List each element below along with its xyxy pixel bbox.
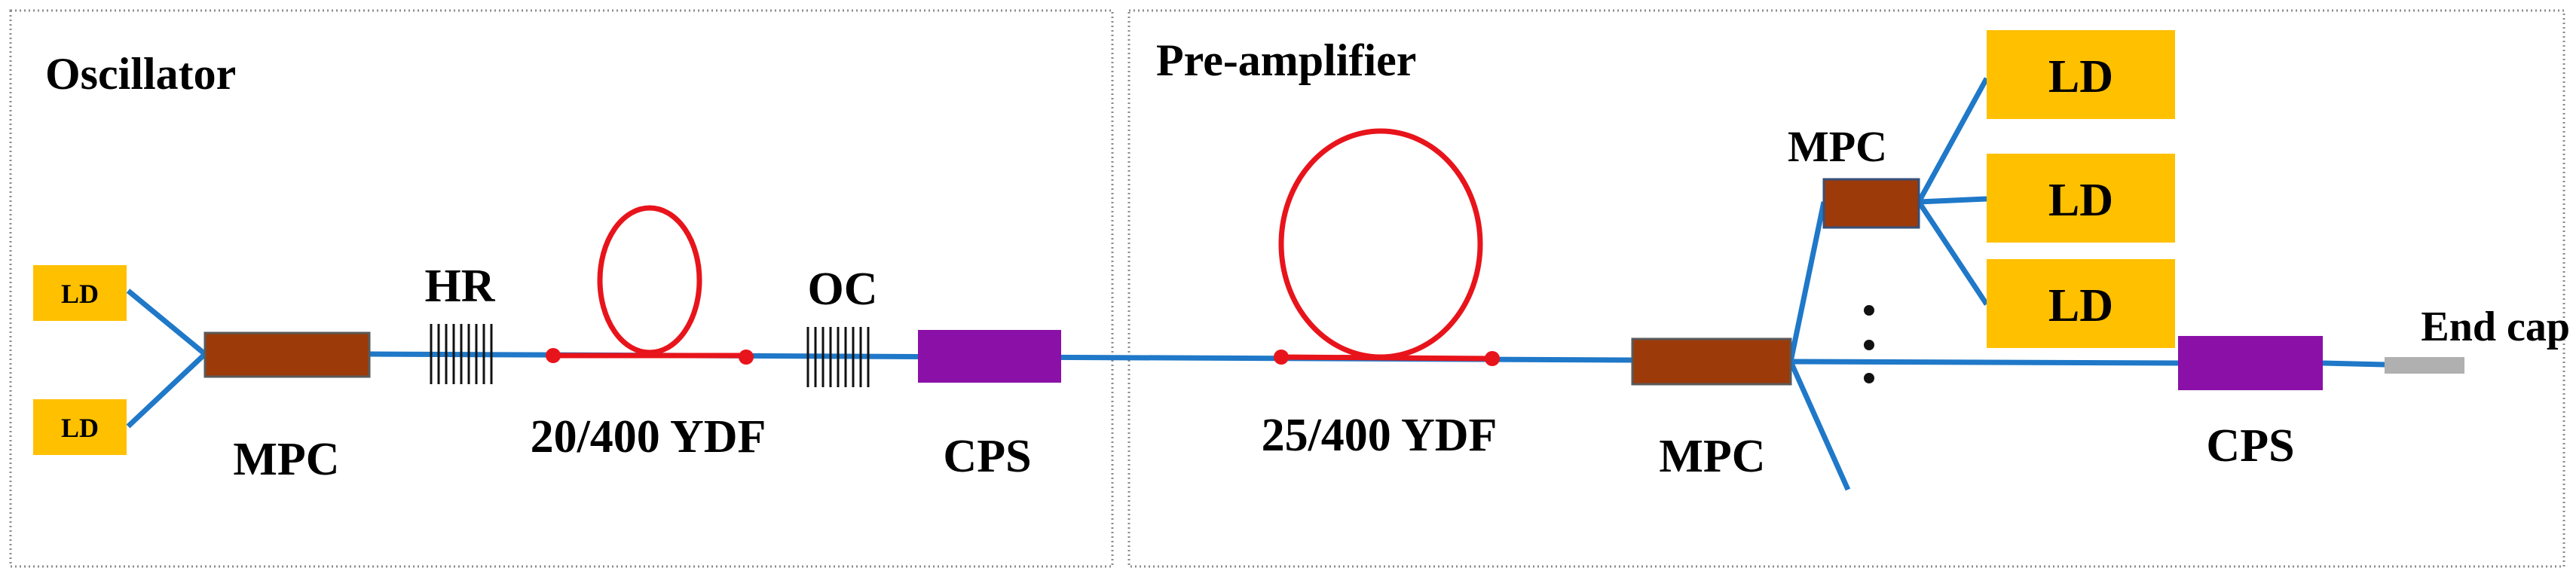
- pump-fiber-1: [1916, 77, 1990, 203]
- end-cap-label: End cap: [2421, 304, 2570, 350]
- output-fiber-end: [2322, 360, 2385, 368]
- side-combiner-label: MPC: [1788, 122, 1887, 171]
- pump-ld-1: [1987, 30, 2175, 119]
- oscillator-cps: [918, 330, 1061, 383]
- hr-grating: [430, 324, 493, 384]
- pump-fiber-2: [1918, 196, 1987, 205]
- pump-ld-bottom: [33, 399, 127, 455]
- oc-grating: [806, 327, 870, 387]
- side-combiner: [1822, 178, 1920, 229]
- hr-label: HR: [425, 261, 496, 312]
- oc-label: OC: [808, 264, 878, 315]
- pump-ld-3-label: LD: [2048, 280, 2113, 331]
- ellipsis-dots: [1864, 305, 1874, 383]
- preamplifier-frame: [1127, 9, 2565, 568]
- combiner-branch-up: [1788, 201, 1827, 362]
- pump-ld-3: [1987, 259, 2175, 348]
- oscillator-frame: [9, 9, 1114, 568]
- oscillator-title: Oscillator: [45, 49, 236, 99]
- pump-ld-2-label: LD: [2048, 175, 2113, 226]
- preamplifier-combiner: [1631, 337, 1792, 386]
- oscillator-cps-label: CPS: [943, 431, 1031, 482]
- oscillator-combiner-label: MPC: [233, 434, 339, 485]
- preamplifier-gain-fiber-coil: [1278, 128, 1483, 360]
- splice-point: [1274, 350, 1289, 365]
- output-fiber: [1790, 359, 2179, 366]
- preamplifier-title: Pre-amplifier: [1156, 35, 1416, 85]
- oscillator-gain-fiber-label: 20/400 YDF: [531, 411, 766, 463]
- splice-point: [739, 350, 754, 365]
- oscillator-combiner: [203, 331, 371, 378]
- splice-point: [1485, 351, 1500, 366]
- pump-ld-top: [33, 265, 127, 321]
- pump-ld-1-label: LD: [2048, 51, 2113, 102]
- preamplifier-gain-fiber-label: 25/400 YDF: [1262, 410, 1498, 461]
- end-cap: [2385, 357, 2464, 374]
- splice-point: [546, 348, 561, 363]
- pump-fiber-3: [1917, 200, 1989, 306]
- preamplifier-combiner-label: MPC: [1659, 431, 1765, 482]
- combiner-branch-down: [1788, 360, 1851, 491]
- pump-fiber-top: [126, 289, 207, 356]
- preamplifier-cps: [2178, 336, 2323, 390]
- preamplifier-cps-label: CPS: [2206, 420, 2294, 472]
- pump-ld-top-label: LD: [61, 279, 99, 309]
- pump-ld-2: [1987, 154, 2175, 243]
- pump-ld-bottom-label: LD: [61, 413, 99, 443]
- pump-fiber-bottom: [126, 352, 207, 429]
- oscillator-gain-fiber-coil: [597, 205, 702, 356]
